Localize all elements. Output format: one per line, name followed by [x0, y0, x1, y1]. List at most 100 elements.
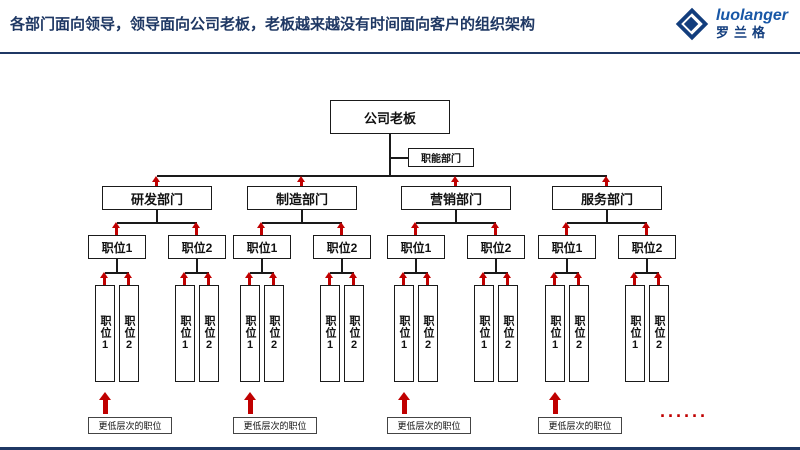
- up-arrow: [325, 272, 333, 285]
- up-arrow: [257, 222, 265, 235]
- org-node-subposition: 职位2: [264, 285, 284, 382]
- footer-note: 更低层次的职位: [233, 417, 317, 434]
- connector-vertical: [495, 259, 497, 272]
- up-arrow: [491, 222, 499, 235]
- up-arrow: [550, 272, 558, 285]
- connector-horizontal: [567, 222, 647, 224]
- up-arrow: [503, 272, 511, 285]
- up-arrow: [411, 222, 419, 235]
- up-arrow: [451, 176, 459, 186]
- org-node-subposition: 职位2: [119, 285, 139, 382]
- connector-vertical: [389, 134, 391, 176]
- connector-vertical: [606, 210, 608, 222]
- up-arrow: [562, 222, 570, 235]
- connector-horizontal: [416, 222, 496, 224]
- up-arrow: [479, 272, 487, 285]
- org-node-subposition: 职位1: [175, 285, 195, 382]
- connector-horizontal: [484, 272, 508, 274]
- org-node-position: 职位1: [387, 235, 445, 259]
- up-arrow: [180, 272, 188, 285]
- org-node-position: 职位2: [467, 235, 525, 259]
- logo-brand-cn: 罗兰格: [715, 24, 770, 40]
- up-arrow: [112, 222, 120, 235]
- connector-horizontal: [555, 272, 579, 274]
- up-arrow: [192, 222, 200, 235]
- footer-note: 更低层次的职位: [538, 417, 622, 434]
- connector-horizontal: [117, 222, 197, 224]
- up-arrow: [297, 176, 305, 186]
- org-node-position: 职位1: [538, 235, 596, 259]
- up-arrow: [654, 272, 662, 285]
- connector-horizontal: [262, 222, 342, 224]
- org-node-subposition: 职位1: [320, 285, 340, 382]
- up-arrow: [269, 272, 277, 285]
- up-arrow: [423, 272, 431, 285]
- org-node-dept: 制造部门: [247, 186, 357, 210]
- up-arrow: [399, 272, 407, 285]
- org-node-root: 公司老板: [330, 100, 450, 134]
- connector-horizontal: [390, 157, 408, 159]
- connector-horizontal: [250, 272, 274, 274]
- org-node-subposition: 职位1: [545, 285, 565, 382]
- connector-vertical: [116, 259, 118, 272]
- connector-horizontal: [105, 272, 129, 274]
- page-title: 各部门面向领导，领导面向公司老板，老板越来越没有时间面向客户的组织架构: [10, 16, 536, 33]
- connector-vertical: [301, 210, 303, 222]
- connector-vertical: [455, 210, 457, 222]
- up-arrow: [337, 222, 345, 235]
- up-arrow: [100, 272, 108, 285]
- logo-text: luolanger 罗兰格: [716, 7, 788, 41]
- up-arrow: [152, 176, 160, 186]
- footer-note: 更低层次的职位: [387, 417, 471, 434]
- up-arrow-big: [99, 392, 111, 414]
- connector-vertical: [415, 259, 417, 272]
- connector-vertical: [646, 259, 648, 272]
- up-arrow: [602, 176, 610, 186]
- logo: luolanger 罗兰格: [674, 6, 788, 42]
- connector-vertical: [261, 259, 263, 272]
- up-arrow: [574, 272, 582, 285]
- ellipsis-more: ······: [660, 406, 708, 426]
- connector-vertical: [196, 259, 198, 272]
- up-arrow: [124, 272, 132, 285]
- connector-vertical: [341, 259, 343, 272]
- org-node-position: 职位1: [88, 235, 146, 259]
- footer-note: 更低层次的职位: [88, 417, 172, 434]
- connector-horizontal: [157, 175, 607, 177]
- org-node-subposition: 职位2: [344, 285, 364, 382]
- org-node-position: 职位2: [618, 235, 676, 259]
- org-node-subposition: 职位1: [394, 285, 414, 382]
- org-node-position: 职位2: [313, 235, 371, 259]
- connector-vertical: [566, 259, 568, 272]
- up-arrow-big: [398, 392, 410, 414]
- connector-vertical: [156, 210, 158, 222]
- org-node-subposition: 职位2: [418, 285, 438, 382]
- up-arrow: [204, 272, 212, 285]
- org-node-position: 职位1: [233, 235, 291, 259]
- header-divider: [0, 52, 800, 54]
- up-arrow: [349, 272, 357, 285]
- org-node-subposition: 职位2: [199, 285, 219, 382]
- org-node-dept: 服务部门: [552, 186, 662, 210]
- up-arrow: [245, 272, 253, 285]
- org-node-dept: 研发部门: [102, 186, 212, 210]
- up-arrow-big: [549, 392, 561, 414]
- org-node-subposition: 职位2: [498, 285, 518, 382]
- up-arrow: [630, 272, 638, 285]
- org-node-subposition: 职位2: [649, 285, 669, 382]
- connector-horizontal: [330, 272, 354, 274]
- bottom-bar: [0, 447, 800, 450]
- logo-brand: luolanger: [715, 7, 788, 25]
- org-node-position: 职位2: [168, 235, 226, 259]
- up-arrow-big: [244, 392, 256, 414]
- org-node-subposition: 职位1: [240, 285, 260, 382]
- org-node-dept: 营销部门: [401, 186, 511, 210]
- logo-diamond-icon: [675, 7, 709, 41]
- connector-horizontal: [635, 272, 659, 274]
- connector-horizontal: [404, 272, 428, 274]
- connector-horizontal: [185, 272, 209, 274]
- up-arrow: [642, 222, 650, 235]
- org-node-subposition: 职位2: [569, 285, 589, 382]
- org-node-staff: 职能部门: [408, 148, 474, 167]
